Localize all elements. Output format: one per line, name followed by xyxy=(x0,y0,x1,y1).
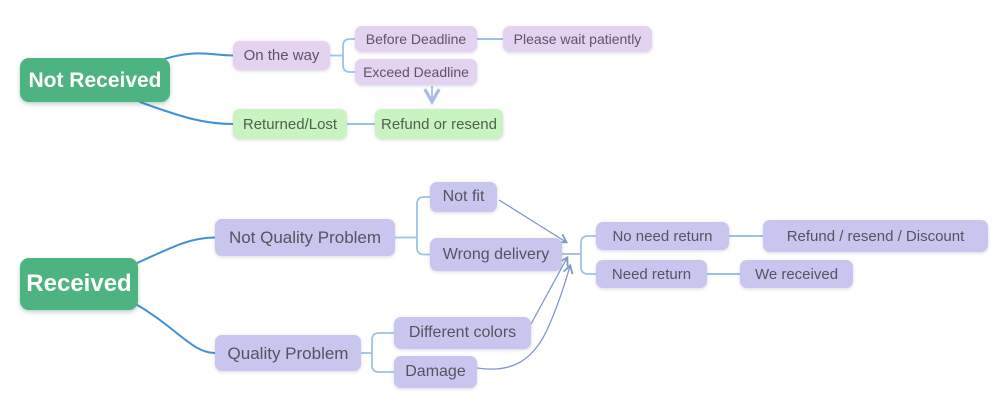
node-before-deadline: Before Deadline xyxy=(355,26,477,52)
node-no-need-return: No need return xyxy=(596,222,729,250)
connector-damage-junction-arrow xyxy=(476,263,574,370)
node-not-fit: Not fit xyxy=(430,182,497,212)
connector-notreceived-ontheway xyxy=(157,52,234,62)
node-returned-lost: Returned/Lost xyxy=(233,109,347,139)
node-please-wait-patiently: Please wait patiently xyxy=(503,26,652,52)
node-need-return: Need return xyxy=(596,260,707,288)
connector-notfit-junction-arrow xyxy=(498,199,569,244)
node-damage: Damage xyxy=(394,356,477,388)
connector-notquality-bracket xyxy=(416,196,430,256)
node-on-the-way: On the way xyxy=(233,41,330,70)
node-received: Received xyxy=(20,258,138,310)
node-not-quality-problem: Not Quality Problem xyxy=(215,219,395,256)
connector-quality-bracket xyxy=(371,332,394,373)
connector-notreceived-returnedlost xyxy=(139,101,234,125)
node-refund-or-resend: Refund or resend xyxy=(375,109,503,139)
node-different-colors: Different colors xyxy=(394,317,531,349)
connector-received-notqualityproblem xyxy=(134,236,216,265)
node-we-received: We received xyxy=(740,260,853,288)
node-quality-problem: Quality Problem xyxy=(215,335,361,371)
node-not-received: Not Received xyxy=(20,58,170,102)
node-exceed-deadline: Exceed Deadline xyxy=(355,59,477,85)
connector-differentcolors-junction-arrow xyxy=(530,255,569,325)
connector-junction-bracket xyxy=(580,235,596,275)
connector-received-qualityproblem xyxy=(133,302,216,354)
node-wrong-delivery: Wrong delivery xyxy=(430,238,562,271)
node-refund-resend-discount: Refund / resend / Discount xyxy=(763,220,988,252)
connector-ontheway-bracket xyxy=(342,38,355,73)
